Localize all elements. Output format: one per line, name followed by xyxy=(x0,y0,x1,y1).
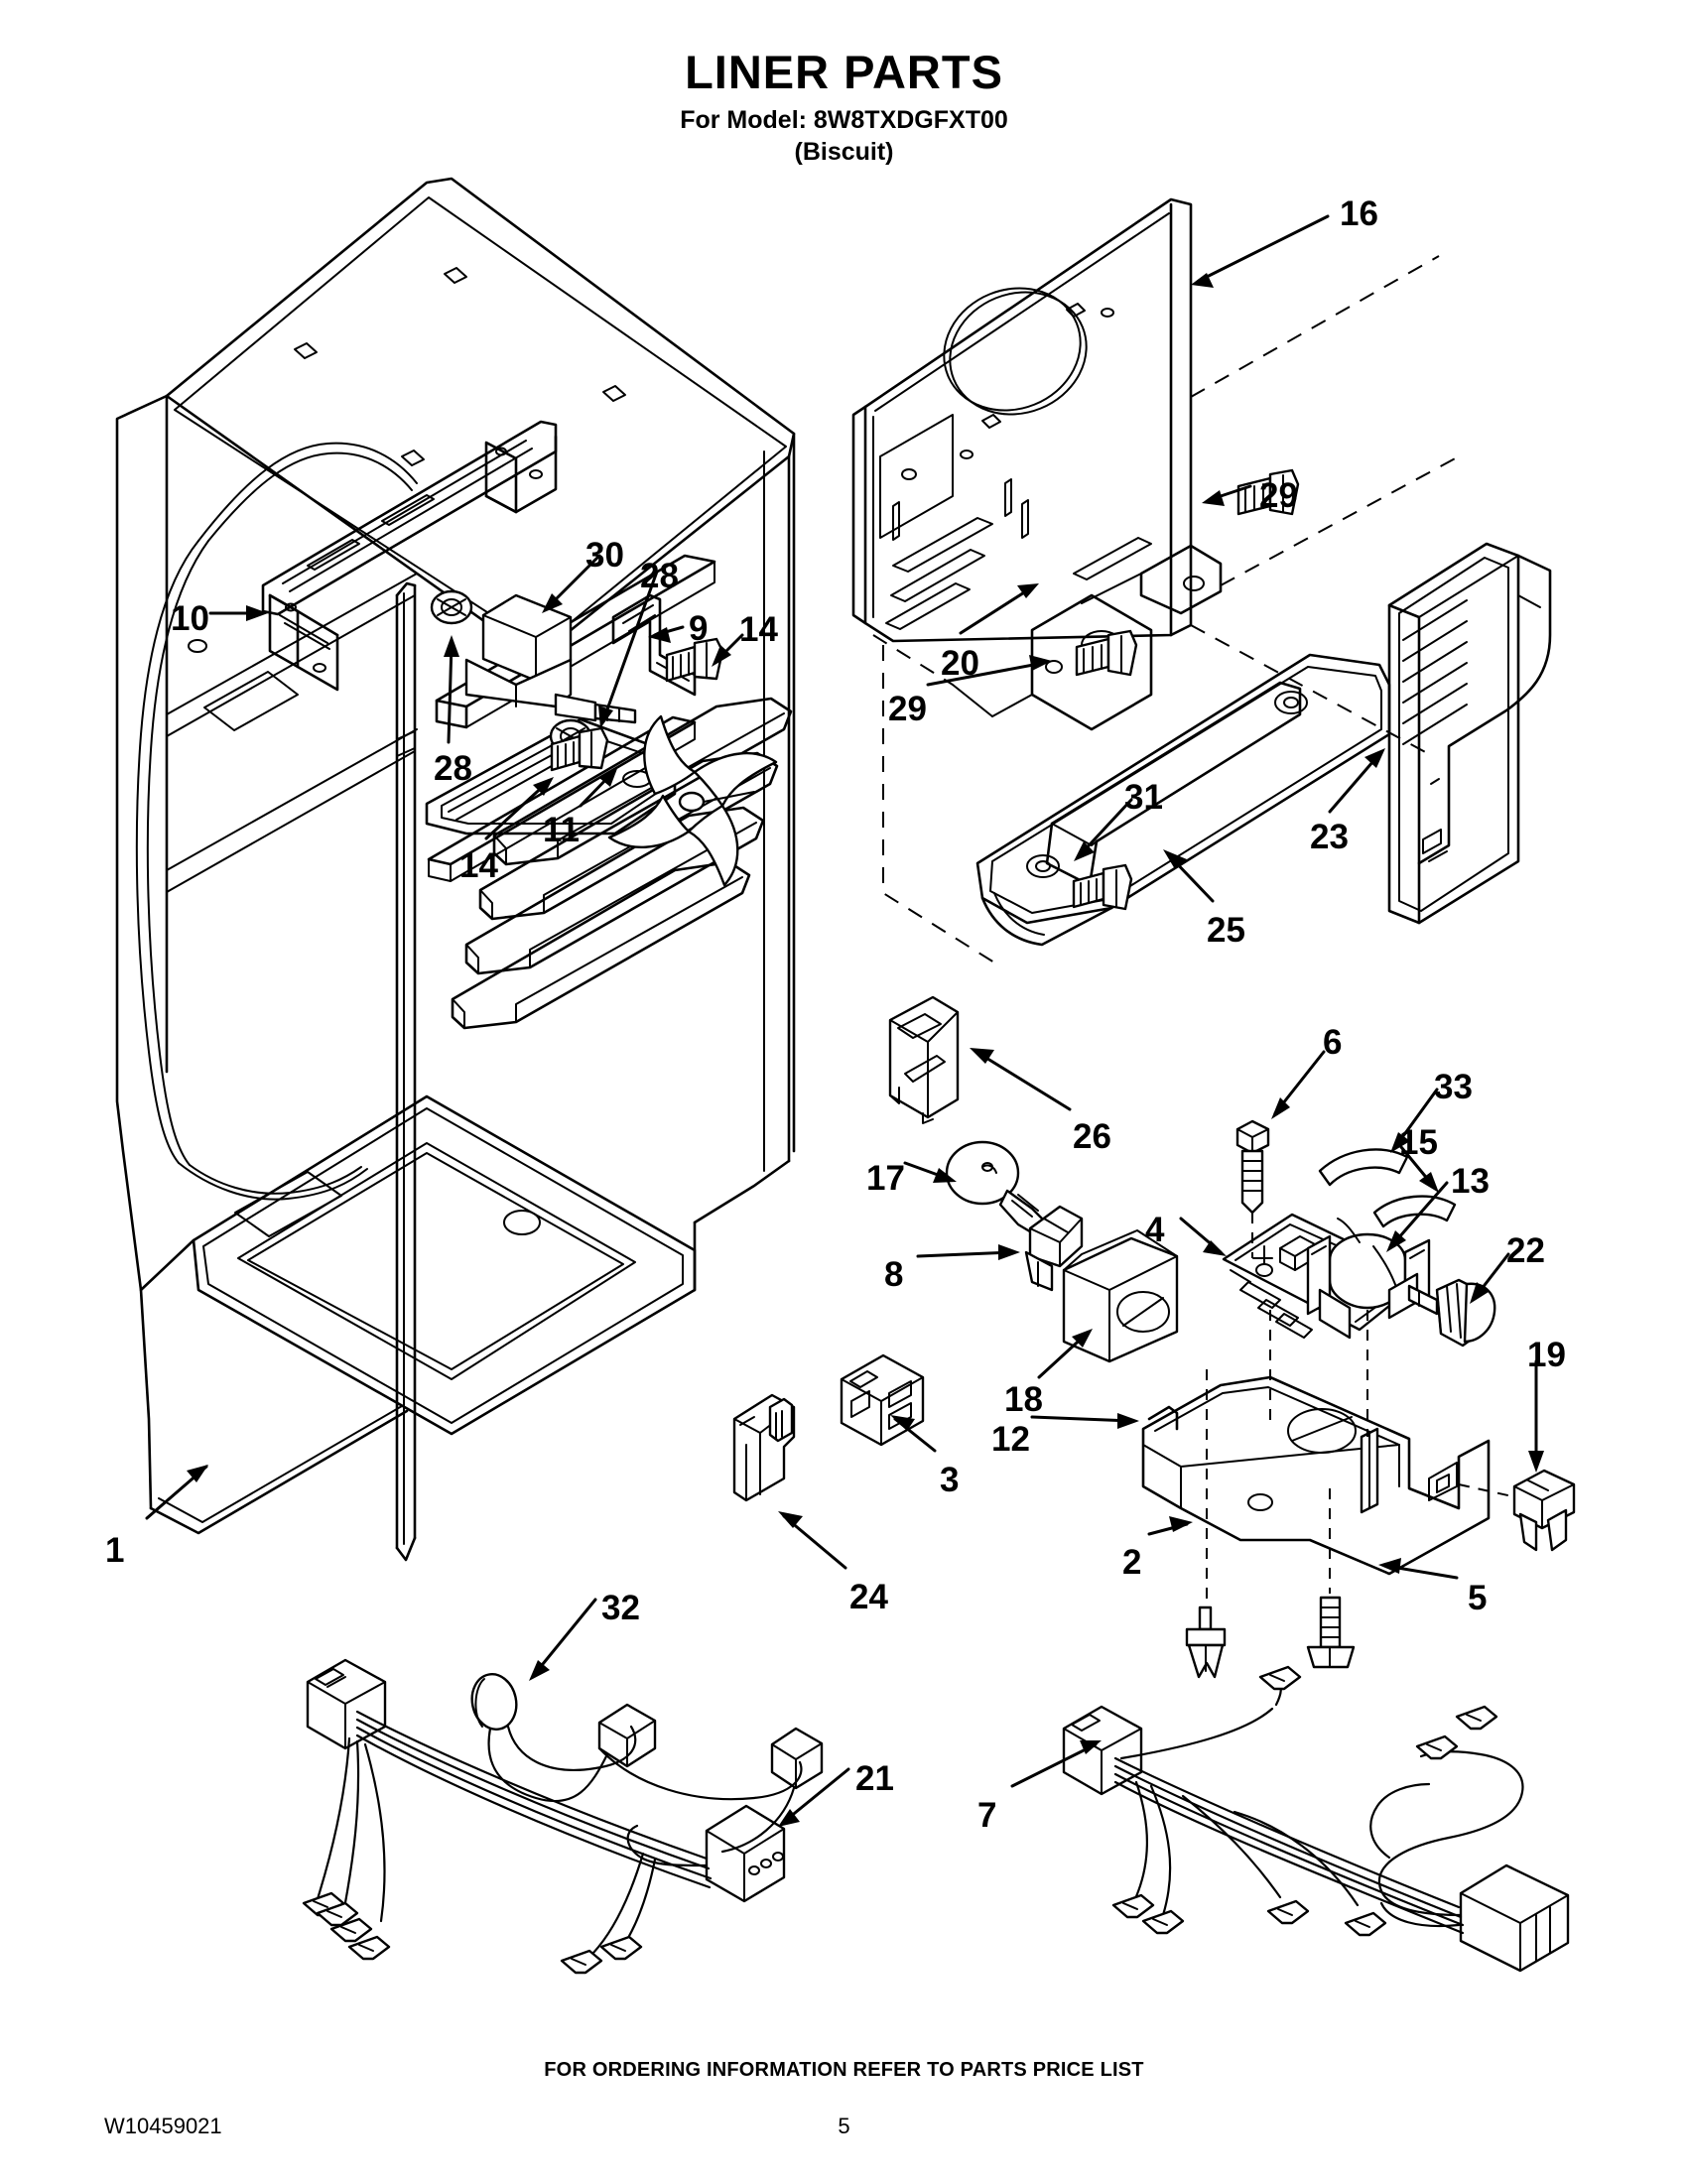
housing-base-12 xyxy=(1141,1375,1491,1576)
callout-28-grommet-upper: 28 xyxy=(640,557,679,595)
callout-21-wire-harness-left: 21 xyxy=(855,1759,894,1798)
model-line: For Model: 8W8TXDGFXT00 xyxy=(680,106,1008,135)
callout-13-thermostat: 13 xyxy=(1451,1162,1490,1201)
callout-33-tube-long: 33 xyxy=(1434,1068,1473,1106)
callout-24-relay: 24 xyxy=(849,1578,888,1616)
spade-terminals-right xyxy=(1111,1665,1498,1937)
color-line: (Biscuit) xyxy=(794,137,894,166)
leader-lines xyxy=(145,214,1544,1827)
wire-harness-left xyxy=(302,1658,824,1975)
grommet-lower xyxy=(430,589,473,625)
callout-25-air-duct: 25 xyxy=(1207,911,1245,950)
callout-14-screw-lower: 14 xyxy=(459,846,498,885)
hex-screw-6 xyxy=(1235,1119,1270,1215)
callout-29-screw-lower: 29 xyxy=(888,690,927,728)
callout-10-shelf-support: 10 xyxy=(171,599,209,638)
callout-32-grommet-harness: 32 xyxy=(601,1589,640,1627)
callout-8-lamp-socket: 8 xyxy=(884,1255,904,1294)
callout-28-grommet-lower: 28 xyxy=(434,749,472,788)
callout-6-hex-screw: 6 xyxy=(1323,1023,1343,1062)
small-parts-group xyxy=(732,995,1084,1502)
spade-terminals-left xyxy=(302,1891,643,1975)
side-trim-panel xyxy=(1387,542,1552,925)
callout-31-duct-screw: 31 xyxy=(1124,778,1163,817)
callout-7-wire-harness-right: 7 xyxy=(977,1796,997,1835)
callout-29-screw-upper: 29 xyxy=(1259,476,1298,515)
page-header: LINER PARTS For Model: 8W8TXDGFXT00 (Bis… xyxy=(0,48,1688,168)
page-number: 5 xyxy=(838,2114,850,2138)
callout-12-housing-base: 12 xyxy=(991,1420,1030,1459)
ordering-information-note: FOR ORDERING INFORMATION REFER TO PARTS … xyxy=(544,2059,1144,2081)
clip-19 xyxy=(1512,1469,1576,1552)
relay-24 xyxy=(732,1393,796,1502)
screw-lower-14 xyxy=(550,726,609,772)
callout-19-clip: 19 xyxy=(1527,1336,1566,1374)
lamp-socket xyxy=(1024,1205,1084,1292)
callout-11-fan-blade: 11 xyxy=(543,811,580,849)
light-shield-18 xyxy=(1062,1229,1179,1363)
callout-5-screw: 5 xyxy=(1468,1579,1488,1617)
cabinet-liner-assembly xyxy=(115,177,796,1562)
callout-16-rear-panel: 16 xyxy=(1340,194,1378,233)
duct-screw xyxy=(1072,863,1133,911)
callout-18-light-shield: 18 xyxy=(1004,1380,1043,1419)
wire-harness-right xyxy=(1062,1665,1570,1973)
callout-26-cover: 26 xyxy=(1073,1117,1111,1156)
light-socket-pin-2 xyxy=(1185,1606,1227,1679)
document-number: W10459021 xyxy=(104,2114,222,2138)
screw-5 xyxy=(1306,1596,1356,1669)
callout-1-cabinet-liner: 1 xyxy=(105,1531,125,1570)
callout-9-bracket: 9 xyxy=(689,609,709,648)
callout-22-control-knob: 22 xyxy=(1506,1231,1545,1270)
callout-23-side-trim: 23 xyxy=(1310,818,1349,856)
control-housing-group xyxy=(1062,1119,1576,1679)
page-title: LINER PARTS xyxy=(685,46,1003,98)
control-knob xyxy=(1435,1278,1496,1348)
callout-14-screw-upper: 14 xyxy=(739,610,778,649)
ladder-shelf-strips xyxy=(451,697,793,1030)
callout-30-fan-motor: 30 xyxy=(585,536,624,575)
fan-blade xyxy=(607,714,778,887)
callout-2-light-socket-pin: 2 xyxy=(1122,1543,1142,1582)
callout-4-control-board: 4 xyxy=(1145,1211,1165,1249)
tube-short-15 xyxy=(1372,1195,1457,1228)
screw-upper-14 xyxy=(665,637,724,683)
callout-17-light-bulb: 17 xyxy=(866,1159,905,1198)
rear-panel-assembly xyxy=(851,197,1460,968)
fan-motor-group xyxy=(425,589,778,887)
callout-3-connector-block: 3 xyxy=(940,1461,960,1499)
light-bulb xyxy=(945,1140,1048,1238)
thermostat-assembly xyxy=(1306,1218,1439,1340)
callout-20-cover-plate: 20 xyxy=(941,644,979,683)
callout-15-tube-short: 15 xyxy=(1399,1123,1438,1162)
screw-29-lower xyxy=(1075,629,1138,677)
tube-long-33 xyxy=(1318,1148,1409,1187)
air-duct-assembly xyxy=(975,653,1391,947)
